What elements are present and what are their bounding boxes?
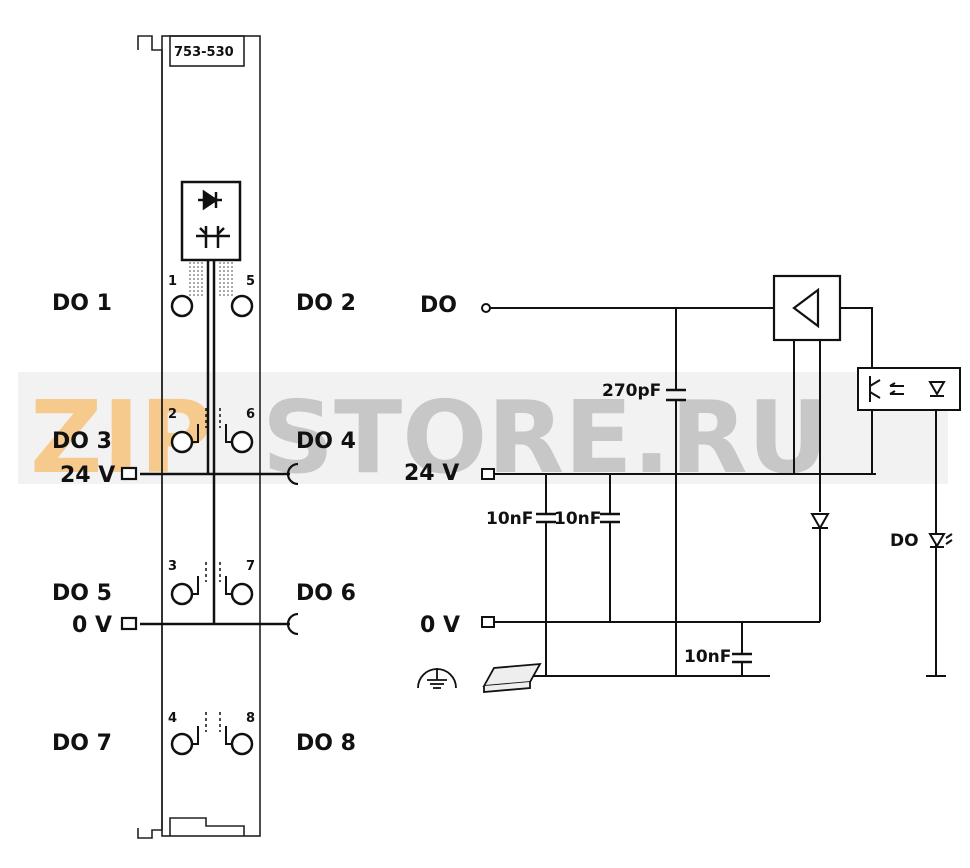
terminal-24v-clamp [286, 462, 299, 486]
terminal-7 [230, 582, 254, 606]
optocoupler-right [857, 367, 961, 411]
din-rail-icon [482, 662, 542, 693]
diode-icon [198, 189, 222, 211]
terminal-3 [170, 582, 194, 606]
terminal-2 [170, 430, 194, 454]
optocoupler-box [180, 180, 242, 262]
contact-leads [192, 424, 232, 745]
pin-3-label: 3 [168, 559, 177, 574]
output-led-icon [928, 533, 953, 548]
schematic-0v-terminal [481, 616, 495, 628]
amplifier [772, 274, 842, 342]
pin-5-label: 5 [246, 274, 255, 289]
terminal-4 [170, 732, 194, 756]
pin-8-label: 8 [246, 711, 255, 726]
terminal-markers [120, 462, 299, 636]
cap-10nf-a-label: 10nF [486, 509, 533, 529]
pin-7-label: 7 [246, 559, 255, 574]
schematic-24v-label: 24 V [404, 461, 459, 486]
label-do6: DO 6 [296, 581, 356, 606]
schematic-24v-terminal [481, 468, 495, 480]
terminal-5 [230, 294, 254, 318]
schematic-0v-label: 0 V [420, 613, 460, 638]
label-0v-left: 0 V [72, 613, 112, 638]
module-part-number: 753-530 [174, 45, 234, 60]
cap-10nf-c-label: 10nF [684, 647, 731, 667]
opto-leads [189, 262, 233, 298]
amplifier-triangle-icon [792, 287, 820, 329]
pin-4-label: 4 [168, 711, 177, 726]
cap-270pf-label: 270pF [602, 381, 661, 401]
label-do3: DO 3 [52, 429, 112, 454]
label-do5: DO 5 [52, 581, 112, 606]
label-do4: DO 4 [296, 429, 356, 454]
housing-foot [169, 817, 245, 836]
pin-6-label: 6 [246, 407, 255, 422]
terminal-contacts [170, 294, 254, 756]
label-24v-left: 24 V [60, 463, 115, 488]
label-do1: DO 1 [52, 291, 112, 316]
schematic-do-label: DO [420, 293, 457, 318]
phototransistor-icon [196, 226, 230, 248]
module-internal-wiring [140, 260, 290, 626]
cap-10nf-b-label: 10nF [554, 509, 601, 529]
terminal-0v-square [120, 616, 138, 631]
label-do7: DO 7 [52, 731, 112, 756]
terminal-24v-square [120, 466, 138, 481]
capacitors [536, 388, 752, 664]
label-box [169, 35, 245, 67]
pin-2-label: 2 [168, 407, 177, 422]
terminal-0v-clamp [286, 612, 299, 636]
terminal-8 [230, 732, 254, 756]
pin-1-label: 1 [168, 274, 177, 289]
terminal-6 [230, 430, 254, 454]
label-do2: DO 2 [296, 291, 356, 316]
module-housing [137, 35, 261, 839]
do-input-terminal [481, 303, 491, 313]
terminal-1 [170, 294, 194, 318]
label-do8: DO 8 [296, 731, 356, 756]
do-output-label: DO [890, 531, 919, 551]
earth-ground-icon [417, 668, 457, 689]
protection-diode-icon [810, 513, 830, 531]
